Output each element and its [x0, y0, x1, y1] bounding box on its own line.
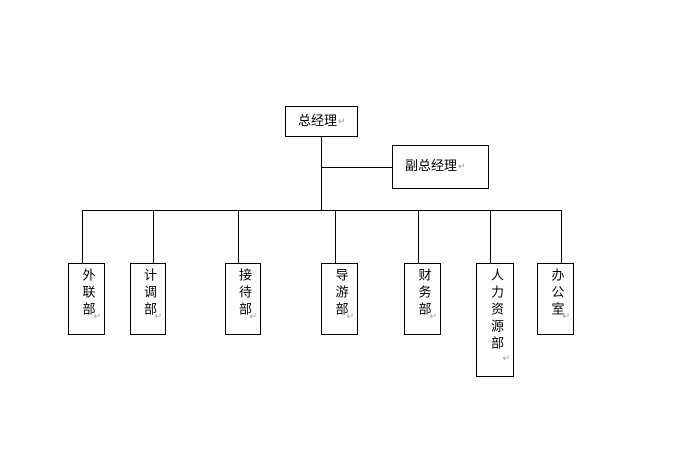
node-dept-reception: 接待部↵: [225, 263, 261, 335]
node-dept-human-resources: 人力资源部↵: [476, 263, 514, 377]
dept-drop-line: [238, 210, 239, 263]
node-dept-finance: 财务部↵: [404, 263, 441, 335]
paragraph-mark-icon: ↵: [458, 162, 466, 172]
paragraph-mark-icon: ↵: [429, 312, 437, 322]
paragraph-mark-icon: ↵: [502, 354, 510, 364]
dept-drop-line: [490, 210, 491, 263]
root-stem-line: [321, 137, 322, 211]
paragraph-mark-icon: ↵: [154, 312, 162, 322]
node-label: 接待部: [236, 268, 251, 319]
node-label: 导游部: [332, 268, 348, 319]
dept-drop-line: [418, 210, 419, 263]
node-label: 总经理: [298, 113, 338, 129]
node-dept-liaison: 外联部↵: [68, 263, 105, 335]
node-label: 办公室: [548, 268, 564, 319]
dept-drop-line: [153, 210, 154, 263]
node-dept-tour-guide: 导游部↵: [321, 263, 358, 335]
node-label: 计调部: [141, 268, 156, 319]
node-deputy-general-manager: 副总经理↵: [392, 145, 489, 189]
paragraph-mark-icon: ↵: [93, 312, 101, 322]
node-dept-planning: 计调部↵: [130, 263, 166, 335]
deputy-branch-line: [321, 167, 392, 168]
dept-drop-line: [561, 210, 562, 263]
dept-drop-line: [82, 210, 83, 263]
dept-drop-line: [335, 210, 336, 263]
node-label: 副总经理: [405, 159, 458, 174]
paragraph-mark-icon: ↵: [338, 116, 346, 127]
node-label: 外联部: [79, 268, 95, 319]
paragraph-mark-icon: ↵: [346, 312, 354, 322]
paragraph-mark-icon: ↵: [562, 312, 570, 322]
paragraph-mark-icon: ↵: [249, 312, 257, 322]
department-bus-line: [82, 210, 562, 211]
node-label: 人力资源部: [488, 268, 503, 353]
node-general-manager: 总经理↵: [285, 106, 358, 137]
node-dept-office: 办公室↵: [537, 263, 574, 335]
node-label: 财务部: [415, 268, 431, 319]
